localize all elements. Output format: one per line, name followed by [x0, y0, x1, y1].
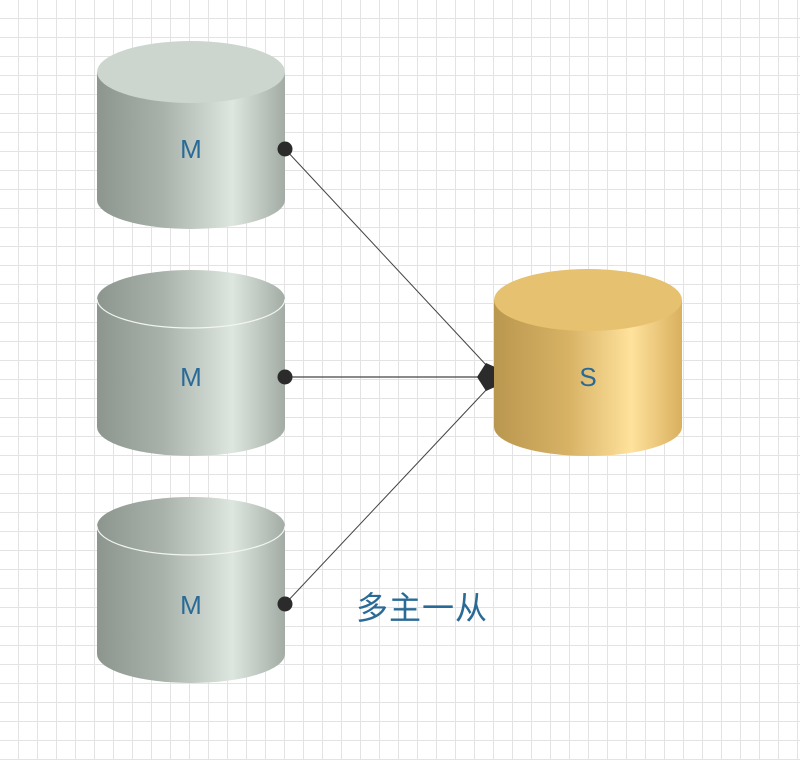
- cylinder-rim: [96, 298, 286, 329]
- connection-point[interactable]: [277, 369, 293, 385]
- arrowhead-icon: [477, 363, 495, 391]
- cylinder-top: [494, 269, 682, 331]
- node-label: M: [180, 362, 202, 392]
- master-node-1[interactable]: M: [97, 41, 293, 229]
- node-label: M: [180, 134, 202, 164]
- connector-master-1-to-slave[interactable]: [284, 148, 489, 368]
- cylinder-top: [97, 270, 285, 328]
- slave-node[interactable]: S: [494, 269, 682, 456]
- cylinder-body: [97, 526, 285, 683]
- cylinder-top: [97, 41, 285, 103]
- diagram-caption: 多主一从: [356, 589, 489, 627]
- cylinder-body: [494, 300, 682, 456]
- master-node-3[interactable]: M: [96, 497, 293, 683]
- connector-master-3-to-slave[interactable]: [284, 387, 489, 605]
- connectors: [284, 148, 495, 605]
- node-label: S: [579, 362, 596, 392]
- cylinder-body: [97, 299, 285, 456]
- cylinder-top: [97, 497, 285, 555]
- connection-point[interactable]: [277, 141, 293, 157]
- connection-point[interactable]: [277, 596, 293, 612]
- cylinder-rim: [96, 525, 286, 556]
- cylinder-body: [97, 72, 285, 229]
- node-label: M: [180, 590, 202, 620]
- master-node-2[interactable]: M: [96, 270, 293, 456]
